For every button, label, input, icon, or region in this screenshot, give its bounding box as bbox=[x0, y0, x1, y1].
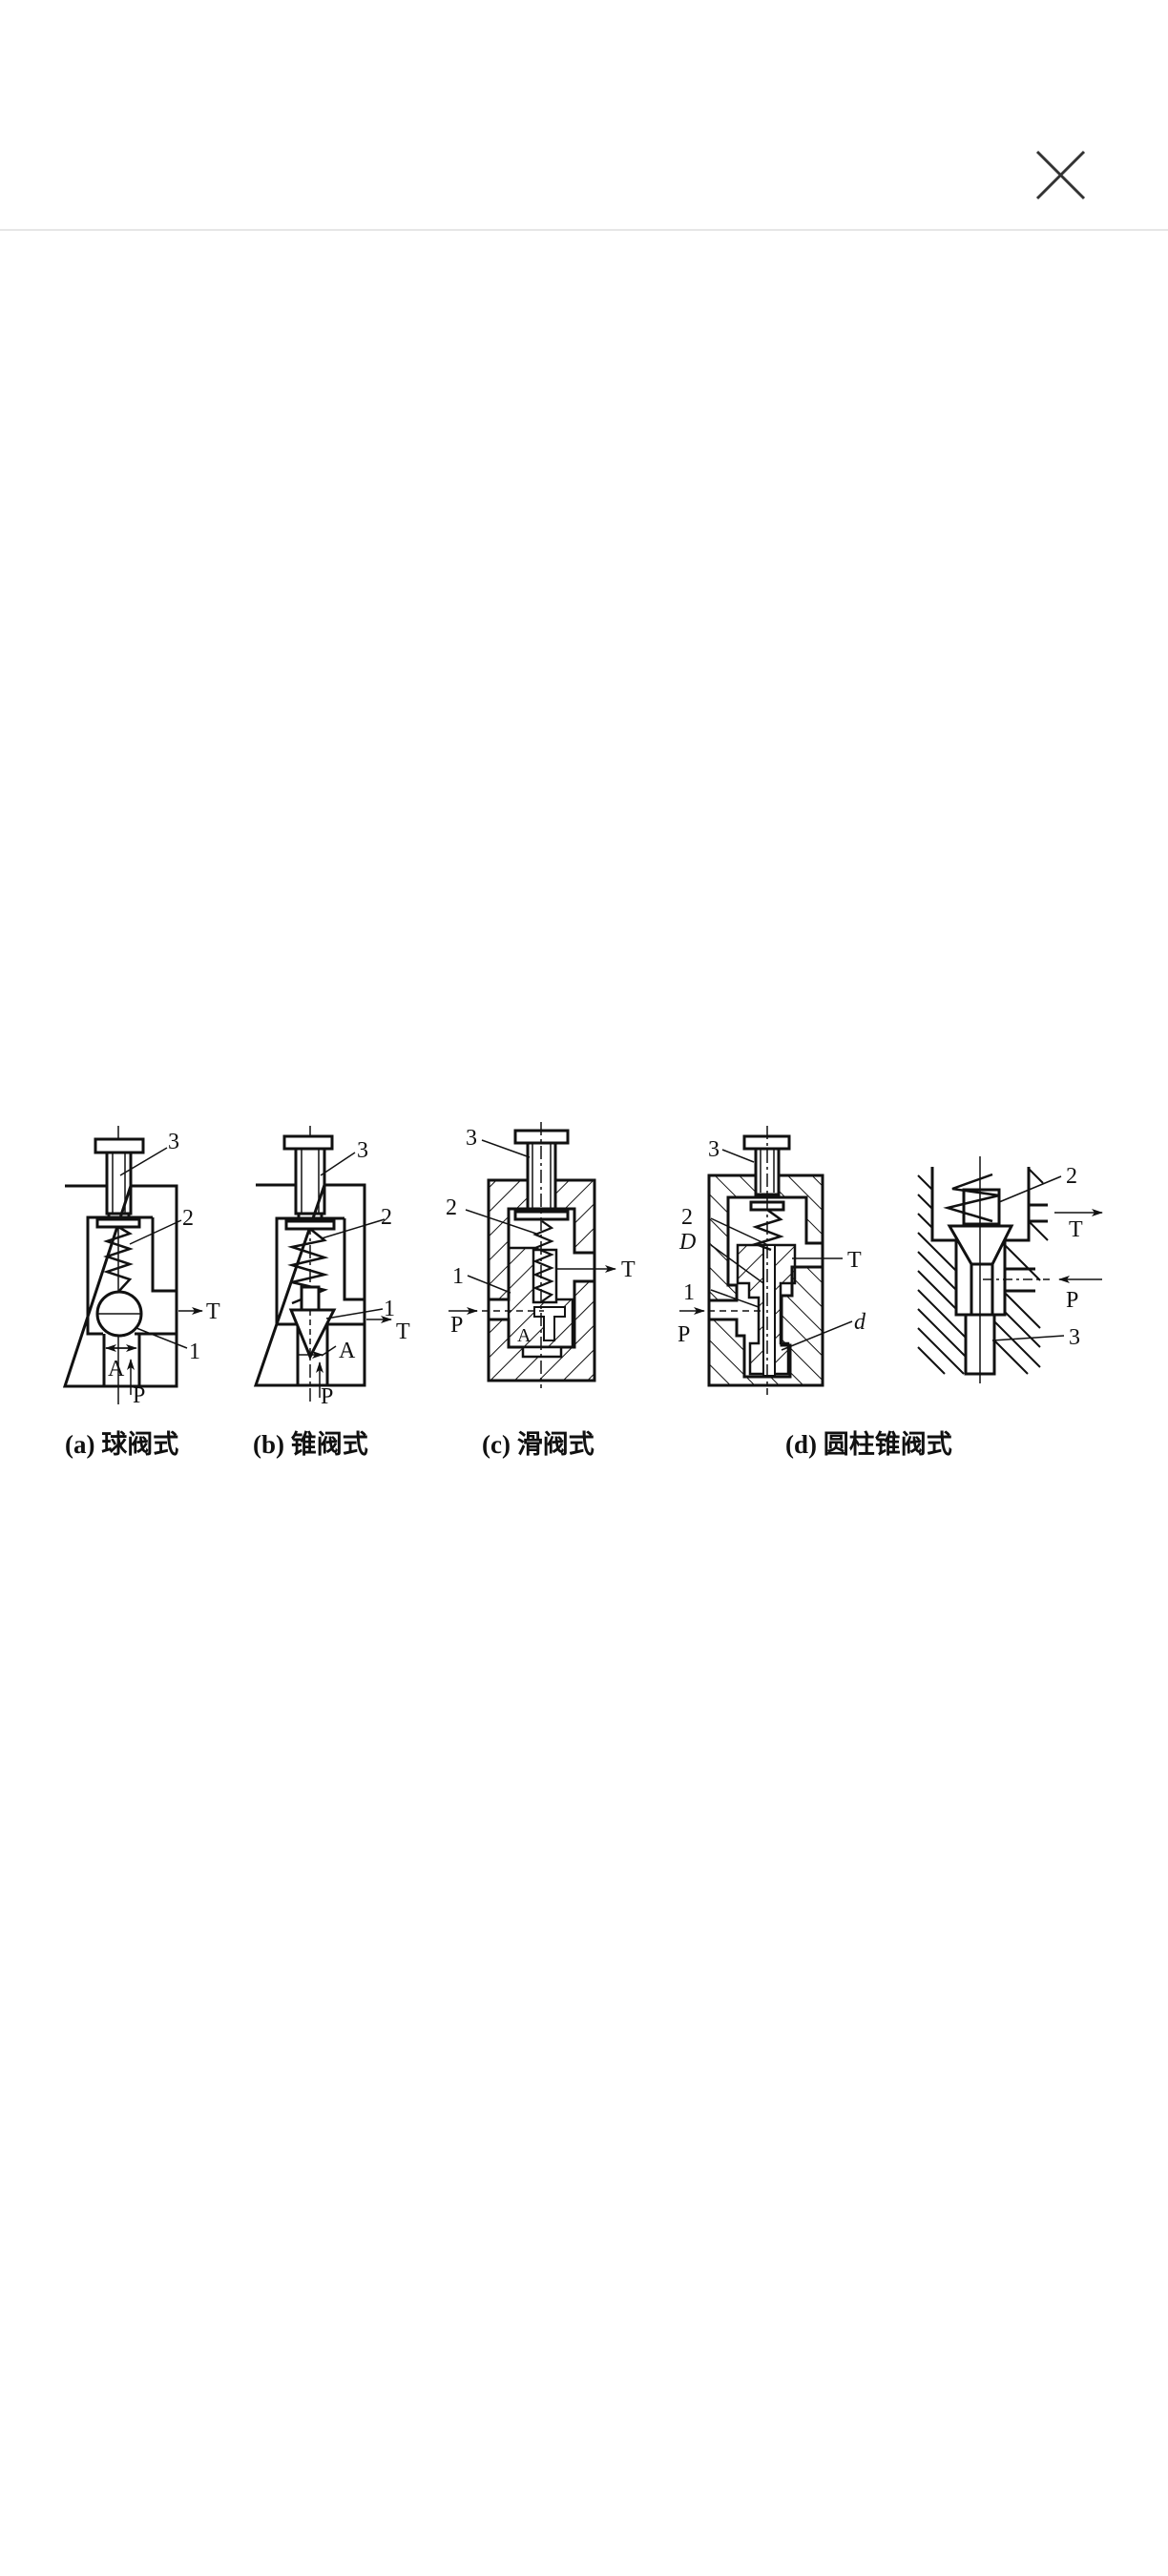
svg-text:P: P bbox=[450, 1313, 463, 1338]
svg-text:P: P bbox=[678, 1322, 690, 1347]
svg-text:T: T bbox=[621, 1257, 636, 1282]
diagram-e-labels: 2 T P 3 bbox=[1066, 1164, 1083, 1350]
svg-text:2: 2 bbox=[182, 1206, 194, 1231]
diagram-d-cylinder-cone-valve bbox=[679, 1126, 853, 1395]
svg-text:3: 3 bbox=[357, 1138, 368, 1163]
viewer-header bbox=[0, 0, 1168, 231]
svg-text:2: 2 bbox=[681, 1205, 693, 1230]
svg-text:3: 3 bbox=[708, 1137, 720, 1162]
valve-diagrams: 3 2 1 T A P bbox=[62, 1122, 1103, 1409]
svg-text:d: d bbox=[854, 1310, 866, 1335]
svg-text:A: A bbox=[517, 1325, 532, 1346]
svg-text:3: 3 bbox=[168, 1130, 179, 1154]
svg-text:T: T bbox=[396, 1319, 410, 1344]
caption-b: (b) 锥阀式 bbox=[253, 1430, 368, 1459]
image-viewer[interactable] bbox=[0, 233, 1168, 2576]
svg-text:1: 1 bbox=[189, 1340, 200, 1364]
svg-text:2: 2 bbox=[1066, 1164, 1077, 1189]
diagram-b-labels: 3 2 1 T A P bbox=[321, 1138, 410, 1409]
svg-text:1: 1 bbox=[384, 1297, 395, 1321]
svg-text:3: 3 bbox=[466, 1126, 477, 1151]
svg-text:P: P bbox=[1066, 1288, 1078, 1313]
caption-d: (d) 圆柱锥阀式 bbox=[785, 1430, 952, 1459]
diagram-d-labels: 3 2 D 1 P T d bbox=[678, 1137, 866, 1347]
diagram-b-cone-valve bbox=[253, 1126, 392, 1404]
caption-a: (a) 球阀式 bbox=[65, 1430, 179, 1459]
svg-text:3: 3 bbox=[1069, 1325, 1080, 1350]
svg-text:A: A bbox=[108, 1357, 125, 1381]
svg-text:T: T bbox=[1069, 1217, 1083, 1242]
diagram-c-spool-valve bbox=[448, 1122, 616, 1388]
svg-text:P: P bbox=[321, 1384, 333, 1409]
svg-text:T: T bbox=[847, 1248, 862, 1273]
close-button[interactable] bbox=[1031, 145, 1092, 206]
svg-text:1: 1 bbox=[683, 1280, 695, 1305]
valve-diagram-figure: 3 2 1 T A P bbox=[0, 0, 1168, 1459]
svg-text:2: 2 bbox=[446, 1195, 457, 1220]
svg-text:D: D bbox=[678, 1230, 696, 1255]
svg-text:T: T bbox=[206, 1299, 220, 1324]
diagram-a-ball-valve bbox=[62, 1126, 203, 1404]
svg-text:A: A bbox=[339, 1339, 356, 1363]
diagram-c-labels: 3 2 1 T P A bbox=[446, 1126, 636, 1346]
caption-c: (c) 滑阀式 bbox=[482, 1430, 594, 1459]
close-icon bbox=[1035, 150, 1086, 200]
svg-text:P: P bbox=[133, 1383, 145, 1408]
diagram-e-cone-seat-detail bbox=[917, 1156, 1103, 1383]
svg-text:1: 1 bbox=[452, 1264, 464, 1289]
diagram-a-labels: 3 2 1 T A P bbox=[108, 1130, 220, 1408]
svg-text:2: 2 bbox=[381, 1205, 392, 1230]
